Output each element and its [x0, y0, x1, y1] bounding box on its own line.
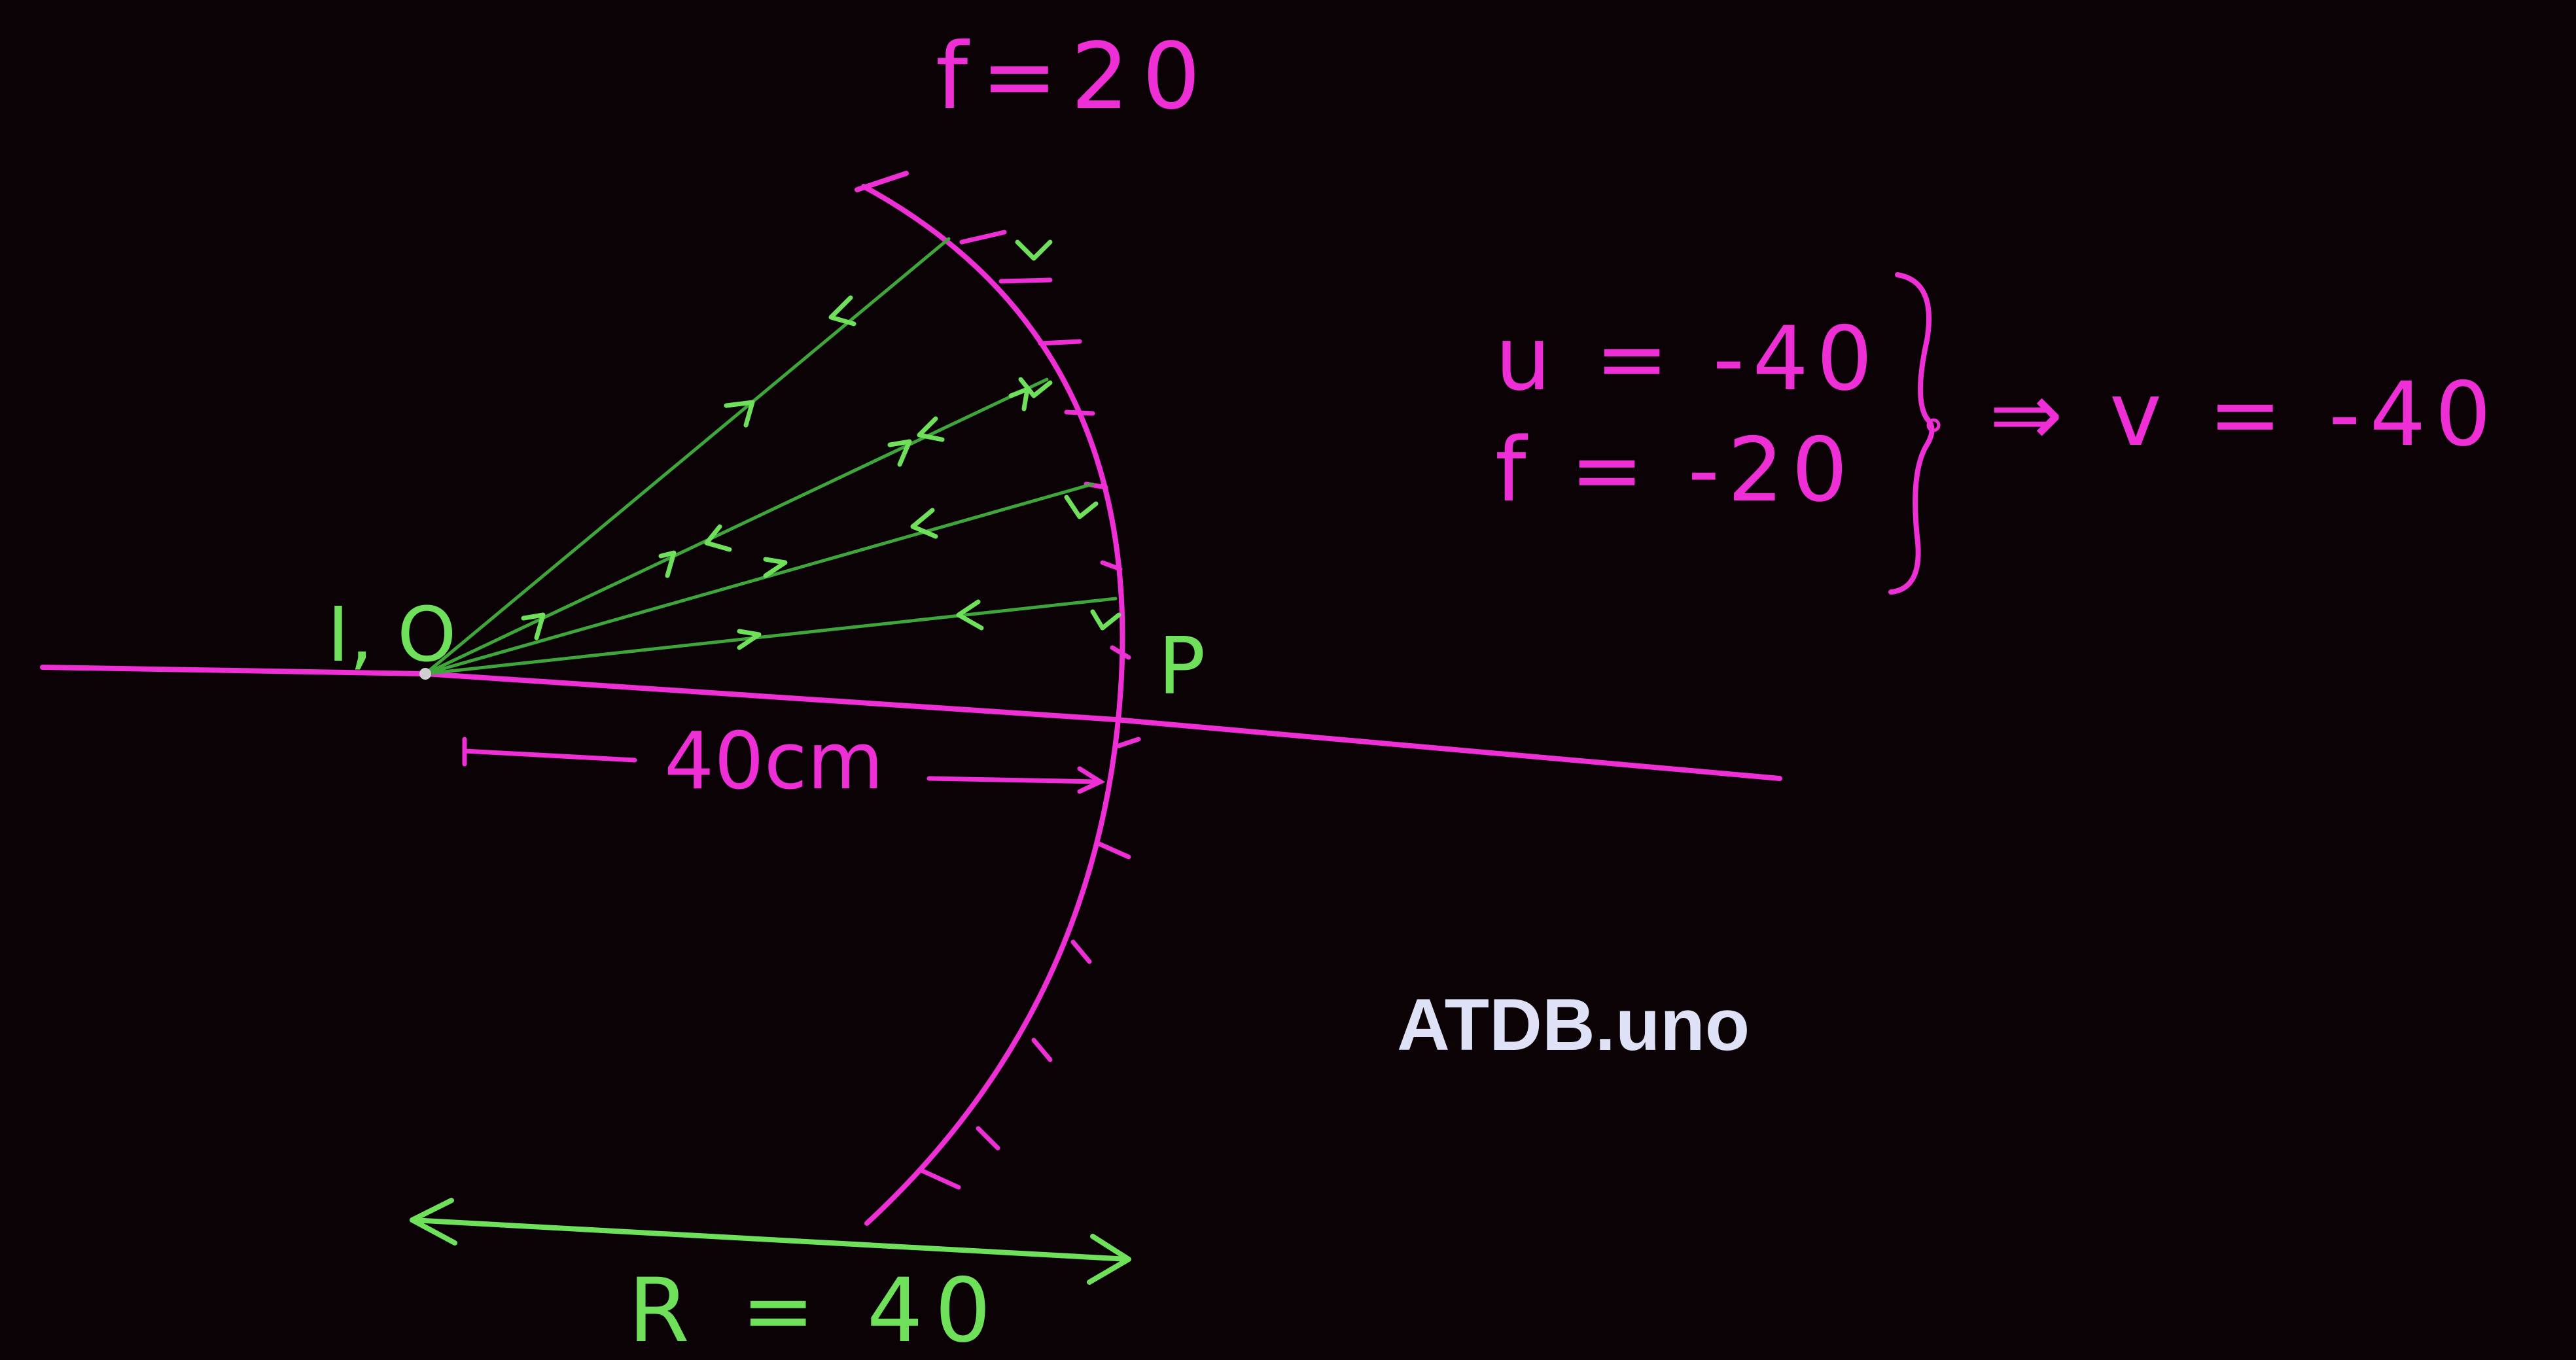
pole-label: P — [1158, 621, 1205, 712]
equation-u: u = -40 — [1495, 307, 1880, 410]
concave-mirror — [861, 184, 1125, 1226]
mirror-hatching — [920, 230, 1141, 1190]
brace-dot — [1926, 418, 1941, 432]
watermark: ATDB.uno — [1397, 984, 1750, 1066]
focal-length-label: f=20 — [936, 24, 1214, 130]
equation-f: f = -20 — [1495, 419, 1856, 521]
ray-arrowheads — [521, 239, 1121, 650]
principal-axis — [40, 665, 1782, 781]
light-rays — [423, 237, 1118, 676]
mirror-top-hook — [855, 171, 909, 192]
radius-arrow — [410, 1198, 1131, 1285]
equation-result: ⇒ v = -40 — [1989, 363, 2500, 466]
distance-marker — [462, 737, 1106, 794]
object-point — [419, 668, 431, 680]
radius-label: R = 40 — [628, 1259, 1003, 1360]
image-object-label: I, O — [327, 591, 457, 679]
distance-label: 40cm — [664, 716, 884, 807]
